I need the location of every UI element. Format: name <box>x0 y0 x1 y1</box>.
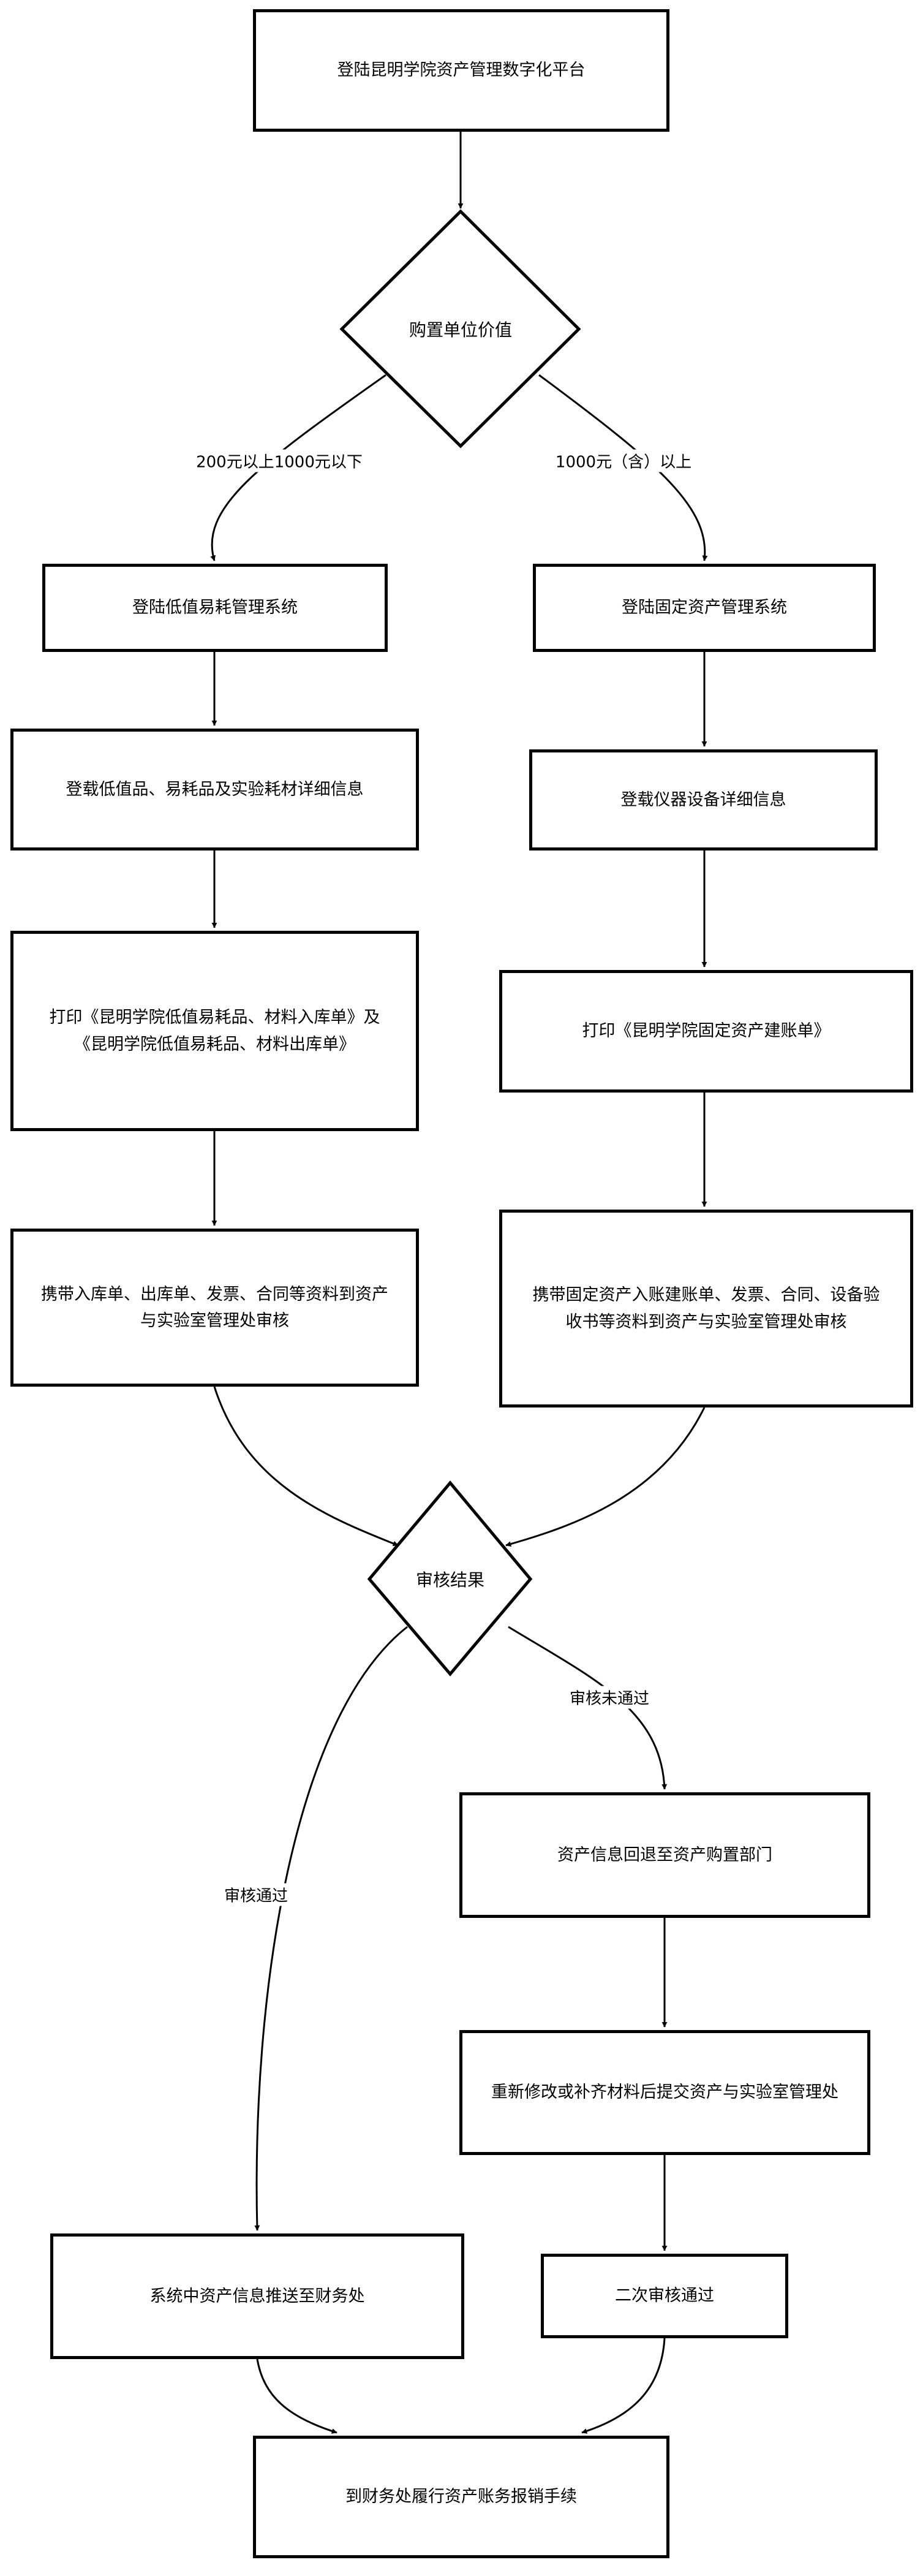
left-carry-box: 携带入库单、出库单、发票、合同等资料到资产 与实验室管理处审核 <box>10 1229 419 1387</box>
arrow-right-carry-to-review <box>505 1407 706 1547</box>
branch-high-label: 1000元（含）以上 <box>552 449 695 472</box>
decision-value-label: 购置单位价值 <box>409 320 513 340</box>
right-carry-box: 携带固定资产入账建账单、发票、合同、设备验 收书等资料到资产与实验室管理处审核 <box>499 1210 913 1407</box>
left-print-line2: 《昆明学院低值易耗品、材料出库单》 <box>74 1034 355 1054</box>
left-print-box: 打印《昆明学院低值易耗品、材料入库单》及 《昆明学院低值易耗品、材料出库单》 <box>10 931 419 1131</box>
second-pass-box: 二次审核通过 <box>541 2254 788 2338</box>
branch-low-label: 200元以上1000元以下 <box>194 449 365 472</box>
push-finance-box: 系统中资产信息推送至财务处 <box>50 2233 464 2359</box>
right-login-box: 登陆固定资产管理系统 <box>533 564 876 652</box>
label-pass: 审核通过 <box>221 1883 291 1906</box>
right-print-box: 打印《昆明学院固定资产建账单》 <box>499 970 913 1093</box>
start-box: 登陆昆明学院资产管理数字化平台 <box>253 9 669 132</box>
decision-value-diamond <box>339 209 581 449</box>
left-carry-line2: 与实验室管理处审核 <box>140 1311 289 1330</box>
arrow-second-to-finish <box>581 2338 666 2434</box>
arrow-value-to-right <box>538 374 708 561</box>
left-login-box: 登陆低值易耗管理系统 <box>42 564 388 652</box>
arrow-value-to-left <box>210 374 386 561</box>
right-carry-line1: 携带固定资产入账建账单、发票、合同、设备验 <box>532 1286 880 1305</box>
arrow-push-to-finish <box>256 2358 337 2434</box>
right-carry-line2: 收书等资料到资产与实验室管理处审核 <box>565 1312 847 1332</box>
return-dept-box: 资产信息回退至资产购置部门 <box>459 1792 870 1918</box>
arrow-left-carry-to-review <box>213 1386 399 1547</box>
left-carry-line1: 携带入库单、出库单、发票、合同等资料到资产 <box>41 1284 388 1304</box>
resubmit-box: 重新修改或补齐材料后提交资产与实验室管理处 <box>459 2030 870 2155</box>
arrow-review-pass <box>254 1626 408 2231</box>
left-register-box: 登载低值品、易耗品及实验耗材详细信息 <box>10 729 419 850</box>
label-fail: 审核未通过 <box>567 1686 652 1709</box>
finish-box: 到财务处履行资产账务报销手续 <box>253 2436 669 2558</box>
left-print-line1: 打印《昆明学院低值易耗品、材料入库单》及 <box>49 1008 380 1028</box>
decision-review-diamond <box>367 1480 533 1676</box>
decision-review-label: 审核结果 <box>415 1570 485 1590</box>
right-register-box: 登载仪器设备详细信息 <box>529 749 878 850</box>
